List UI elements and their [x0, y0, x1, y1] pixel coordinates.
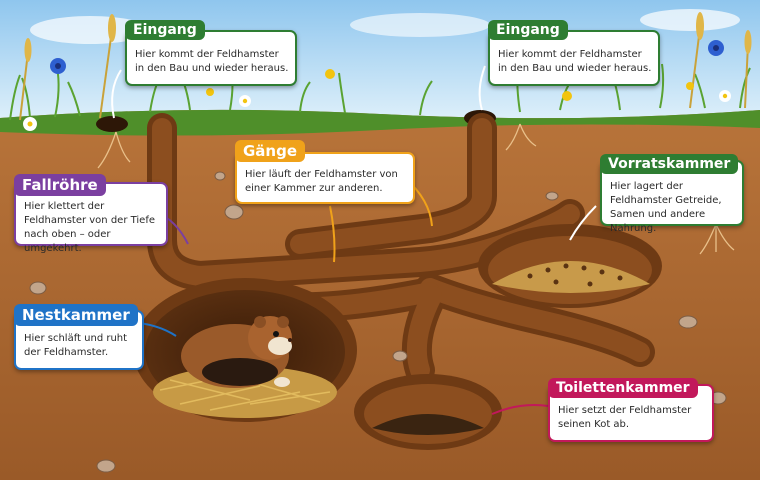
daisy-icon: [23, 90, 731, 131]
root-icon: [97, 123, 735, 255]
wheat-stalk-icon: [19, 12, 752, 121]
label-vorratskammer: Vorratskammer Hier lagert der Feldhamste…: [600, 154, 744, 234]
label-text: Hier klettert der Feldhamster von der Ti…: [24, 201, 156, 254]
hamster-icon: [181, 316, 292, 388]
label-fallroehre: Fallröhre Hier klettert der Feldhamster …: [14, 174, 168, 254]
label-title: Gänge: [235, 140, 306, 162]
grain-seeds: [527, 263, 623, 287]
cornflower-icon: [50, 40, 724, 74]
dandelion-icon: [206, 69, 694, 101]
label-text: Hier lagert der Feldhamster Getreide, Sa…: [610, 181, 722, 234]
label-text: Hier schläft und ruht der Feldhamster.: [24, 333, 128, 358]
label-title: Toilettenkammer: [548, 378, 698, 398]
label-title: Fallröhre: [14, 174, 106, 196]
label-text: Hier kommt der Feldhamster in den Bau un…: [135, 49, 289, 74]
droppings: [372, 414, 484, 435]
grass-strip: [0, 109, 760, 136]
label-text: Hier kommt der Feldhamster in den Bau un…: [498, 49, 652, 74]
label-eingang-right: Eingang Hier kommt der Feldhamster in de…: [488, 20, 660, 86]
label-nestkammer: Nestkammer Hier schläft und ruht der Fel…: [14, 304, 144, 370]
label-text: Hier läuft der Feldhamster von einer Kam…: [245, 169, 398, 194]
label-text: Hier setzt der Feldhamster seinen Kot ab…: [558, 405, 692, 430]
label-gaenge: Gänge Hier läuft der Feldhamster von ein…: [235, 140, 415, 204]
label-title: Nestkammer: [14, 304, 138, 326]
pebbles: [29, 171, 727, 473]
entrance-hole-left: [96, 116, 128, 132]
label-title: Eingang: [488, 20, 568, 40]
label-title: Vorratskammer: [600, 154, 739, 174]
grain-pile: [492, 261, 650, 293]
cloud: [30, 16, 150, 44]
cloud: [640, 9, 740, 31]
label-eingang-left: Eingang Hier kommt der Feldhamster in de…: [125, 20, 297, 86]
label-title: Eingang: [125, 20, 205, 40]
label-toilettenkammer: Toilettenkammer Hier setzt der Feldhamst…: [548, 378, 714, 442]
cloud: [350, 13, 490, 37]
